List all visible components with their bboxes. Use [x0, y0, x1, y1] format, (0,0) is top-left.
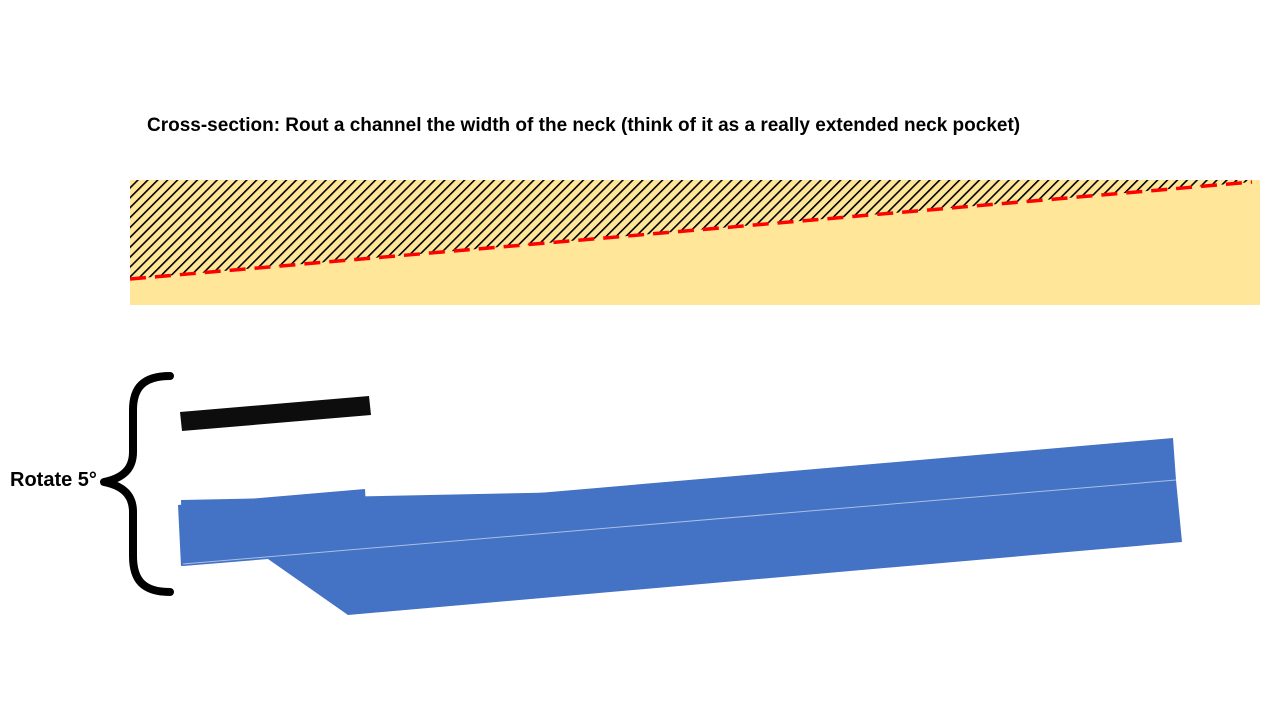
- fretboard-strip: [180, 396, 371, 431]
- rotate-label: Rotate 5°: [10, 469, 97, 491]
- cut-line: [129, 180, 1253, 281]
- neck-upper: [178, 438, 1176, 566]
- neck-seam: [182, 479, 1177, 565]
- diagram-title: Cross-section: Rout a channel the width …: [147, 115, 1021, 136]
- curly-brace: [100, 372, 174, 596]
